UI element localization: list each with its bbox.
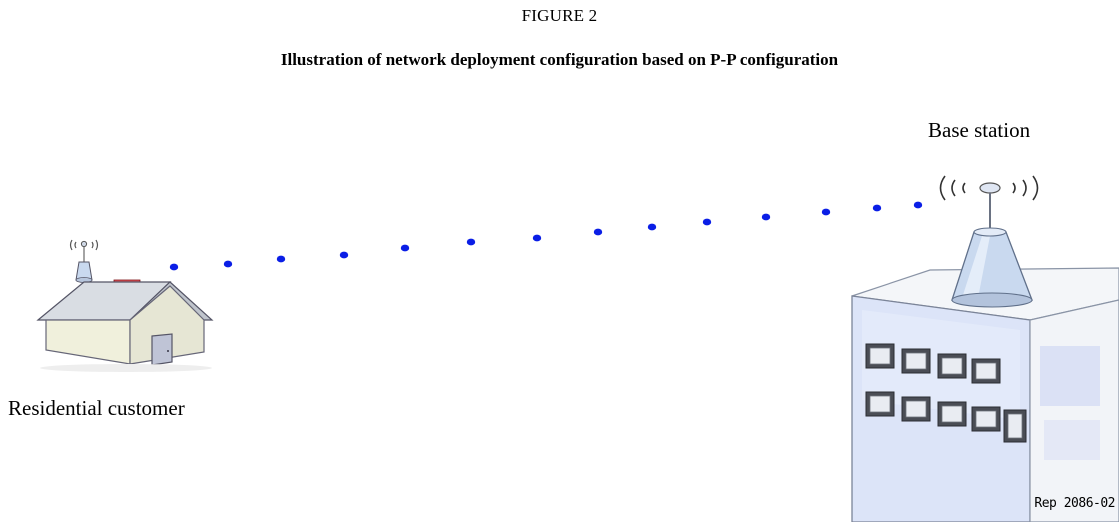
window-pane: [869, 395, 891, 413]
link-dot: [276, 255, 286, 263]
house-with-antenna-icon: [36, 239, 214, 372]
link-dot: [169, 263, 179, 271]
window-pane: [905, 352, 927, 370]
link-dot: [821, 208, 831, 216]
figure-reference: Rep 2086-02: [1034, 496, 1115, 511]
link-dot: [702, 218, 712, 226]
building-side: [1029, 299, 1119, 522]
wireless-link: [169, 201, 923, 271]
residential-customer-label: Residential customer: [8, 396, 185, 420]
link-dot: [532, 234, 542, 242]
house-door: [151, 333, 173, 366]
link-dot: [466, 238, 476, 246]
window-pane: [941, 405, 963, 423]
link-dot: [647, 223, 657, 231]
base-station-antenna-icon: [939, 175, 1039, 308]
figure-title: Illustration of network deployment confi…: [280, 50, 839, 69]
door-pane: [1007, 413, 1023, 439]
link-dot: [400, 244, 410, 252]
link-dot: [339, 251, 349, 259]
window-pane: [975, 410, 997, 428]
window-pane: [941, 357, 963, 375]
link-dot: [223, 260, 233, 268]
window-pane: [869, 347, 891, 365]
link-dot: [593, 228, 603, 236]
window-pane: [905, 400, 927, 418]
figure-number: FIGURE 2: [521, 6, 598, 25]
house-wall: [45, 319, 131, 365]
link-dot: [913, 201, 923, 209]
window-pane: [975, 362, 997, 380]
link-dot: [872, 204, 882, 212]
building-windows: [865, 343, 1027, 443]
house-antenna-icon: [69, 239, 99, 283]
base-station-label: Base station: [928, 118, 1031, 142]
link-dot: [761, 213, 771, 221]
office-building-with-antenna-icon: [851, 175, 1119, 522]
